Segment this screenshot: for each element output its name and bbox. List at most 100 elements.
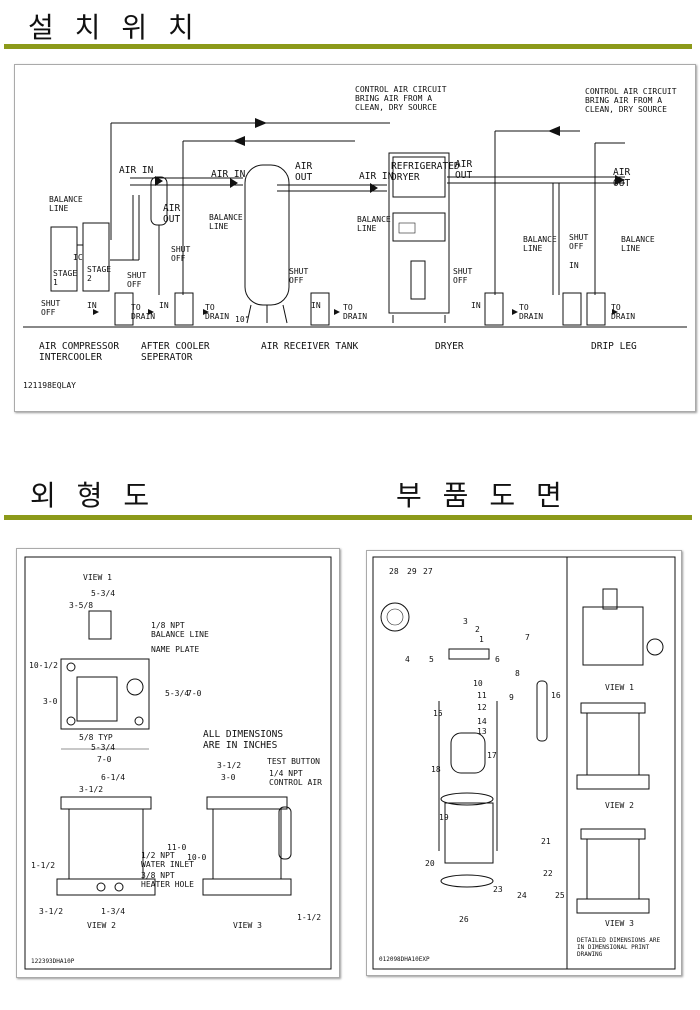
shut-off-label-2: SHUT OFF <box>127 271 147 289</box>
dim-label: 5-3/4 <box>165 689 190 698</box>
ic-label: IC <box>73 253 83 262</box>
part-number: 29 <box>407 567 417 576</box>
part-number: 2 <box>475 625 480 634</box>
dim-label: 1-3/4 <box>101 907 126 916</box>
part-number: 10 <box>473 679 483 688</box>
air-in-label-2: AIR IN <box>211 169 246 180</box>
npt-balance-label: 1/8 NPT BALANCE LINE <box>151 621 209 639</box>
section-label-after-cooler: AFTER COOLER SEPERATOR <box>141 341 210 363</box>
air-in-label-1: AIR IN <box>119 165 154 176</box>
to-drain-label-5: TO DRAIN <box>611 303 636 321</box>
stage2-label: STAGE 2 <box>87 265 112 283</box>
height-dimension-label: 10" <box>235 315 250 324</box>
dim-label: 3-5/8 <box>69 601 94 610</box>
control-circuit-label-1: CONTROL AIR CIRCUIT BRING AIR FROM A CLE… <box>355 85 447 112</box>
in-label-5: IN <box>569 261 579 270</box>
dim-label: 5-3/4 <box>91 589 116 598</box>
parts-drawing: 28 29 27 3 2 1 4 5 6 7 8 9 10 11 12 14 1… <box>366 550 682 976</box>
test-button-label: TEST BUTTON <box>267 757 320 766</box>
outline-view3-label: VIEW 3 <box>233 921 262 930</box>
dim-label: 7-0 <box>97 755 112 764</box>
part-number: 6 <box>495 655 500 664</box>
dim-label: 1-1/2 <box>31 861 56 870</box>
outline-view2-label: VIEW 2 <box>87 921 116 930</box>
parts-view1-label: VIEW 1 <box>605 683 634 692</box>
heading-rule-top <box>4 44 692 49</box>
balance-line-label-3: BALANCE LINE <box>357 215 391 233</box>
part-number: 26 <box>459 915 469 924</box>
balance-line-label-2: BALANCE LINE <box>209 213 243 231</box>
shut-off-label-6: SHUT OFF <box>569 233 589 251</box>
parts-code: 012098DHA10EXP <box>379 956 430 963</box>
dim-label: 5/8 TYP <box>79 733 113 742</box>
dim-label: 10-0 <box>187 853 207 862</box>
in-label-4: IN <box>471 301 481 310</box>
part-number: 19 <box>439 813 449 822</box>
refrigerated-dryer-label: REFRIGERATED DRYER <box>391 161 460 183</box>
outline-linework <box>24 556 332 970</box>
parts-view3-label: VIEW 3 <box>605 919 634 928</box>
dimensions-note: ALL DIMENSIONS ARE IN INCHES <box>203 729 284 751</box>
parts-view2-label: VIEW 2 <box>605 801 634 810</box>
dim-label: 3-0 <box>43 697 58 706</box>
outline-view1-label: VIEW 1 <box>83 573 112 582</box>
in-label-2: IN <box>159 301 169 310</box>
to-drain-label-4: TO DRAIN <box>519 303 544 321</box>
outline-drawing: VIEW 1 VIEW 2 VIEW 3 ALL DIMENSIONS ARE … <box>16 548 340 978</box>
dim-label: 11-0 <box>167 843 187 852</box>
heater-hole-label: 3/8 NPT HEATER HOLE <box>141 871 194 889</box>
dim-label: 6-1/4 <box>101 773 126 782</box>
dim-label: 3-0 <box>221 773 236 782</box>
part-number: 18 <box>431 765 441 774</box>
outline-code: 122393DHA10P <box>31 958 75 965</box>
part-number: 7 <box>525 633 530 642</box>
drawing-code: 121198EQLAY <box>23 381 76 390</box>
dim-label: 1-1/2 <box>297 913 322 922</box>
name-plate-label: NAME PLATE <box>151 645 200 654</box>
air-out-label-1: AIR OUT <box>163 203 181 225</box>
part-number: 28 <box>389 567 399 576</box>
outline-drawing-heading: 외 형 도 <box>30 479 156 512</box>
balance-line-label-5: BALANCE LINE <box>621 235 655 253</box>
part-number: 5 <box>429 655 434 664</box>
air-out-label-4: AIR OUT <box>613 167 631 189</box>
part-number: 16 <box>551 691 561 700</box>
part-number: 14 <box>477 717 487 726</box>
part-number: 23 <box>493 885 503 894</box>
in-label-3: IN <box>311 301 321 310</box>
air-out-label-3: AIR OUT <box>455 159 473 181</box>
shut-off-label-4: SHUT OFF <box>289 267 309 285</box>
dim-label: 7-0 <box>187 689 202 698</box>
part-number: 21 <box>541 837 551 846</box>
balance-line-label-4: BALANCE LINE <box>523 235 557 253</box>
part-number: 1 <box>479 635 484 644</box>
dim-label: 3-1/2 <box>217 761 242 770</box>
control-circuit-label-2: CONTROL AIR CIRCUIT BRING AIR FROM A CLE… <box>585 87 677 114</box>
air-out-label-2: AIR OUT <box>295 161 313 183</box>
part-number: 20 <box>425 859 435 868</box>
part-number: 22 <box>543 869 553 878</box>
to-drain-label-3: TO DRAIN <box>343 303 368 321</box>
part-number: 11 <box>477 691 487 700</box>
part-number: 12 <box>477 703 487 712</box>
parts-linework <box>372 556 676 970</box>
part-number: 17 <box>487 751 497 760</box>
part-number: 4 <box>405 655 410 664</box>
install-location-heading: 설 치 위 치 <box>28 11 200 44</box>
part-number: 25 <box>555 891 565 900</box>
section-label-compressor: AIR COMPRESSOR INTERCOOLER <box>39 341 120 363</box>
installation-diagram: CONTROL AIR CIRCUIT BRING AIR FROM A CLE… <box>14 64 696 412</box>
section-label-dryer: DRYER <box>435 341 464 352</box>
shut-off-label-3: SHUT OFF <box>171 245 191 263</box>
dim-label: 5-3/4 <box>91 743 116 752</box>
part-number: 13 <box>477 727 487 736</box>
shut-off-label-1: SHUT OFF <box>41 299 61 317</box>
part-number: 9 <box>509 693 514 702</box>
water-inlet-label: 1/2 NPT WATER INLET <box>141 851 194 869</box>
stage1-label: STAGE 1 <box>53 269 78 287</box>
dim-label: 3-1/2 <box>79 785 104 794</box>
part-number: 24 <box>517 891 527 900</box>
heading-rule-bottom <box>4 515 692 520</box>
installation-linework <box>23 118 687 328</box>
in-label-1: IN <box>87 301 97 310</box>
